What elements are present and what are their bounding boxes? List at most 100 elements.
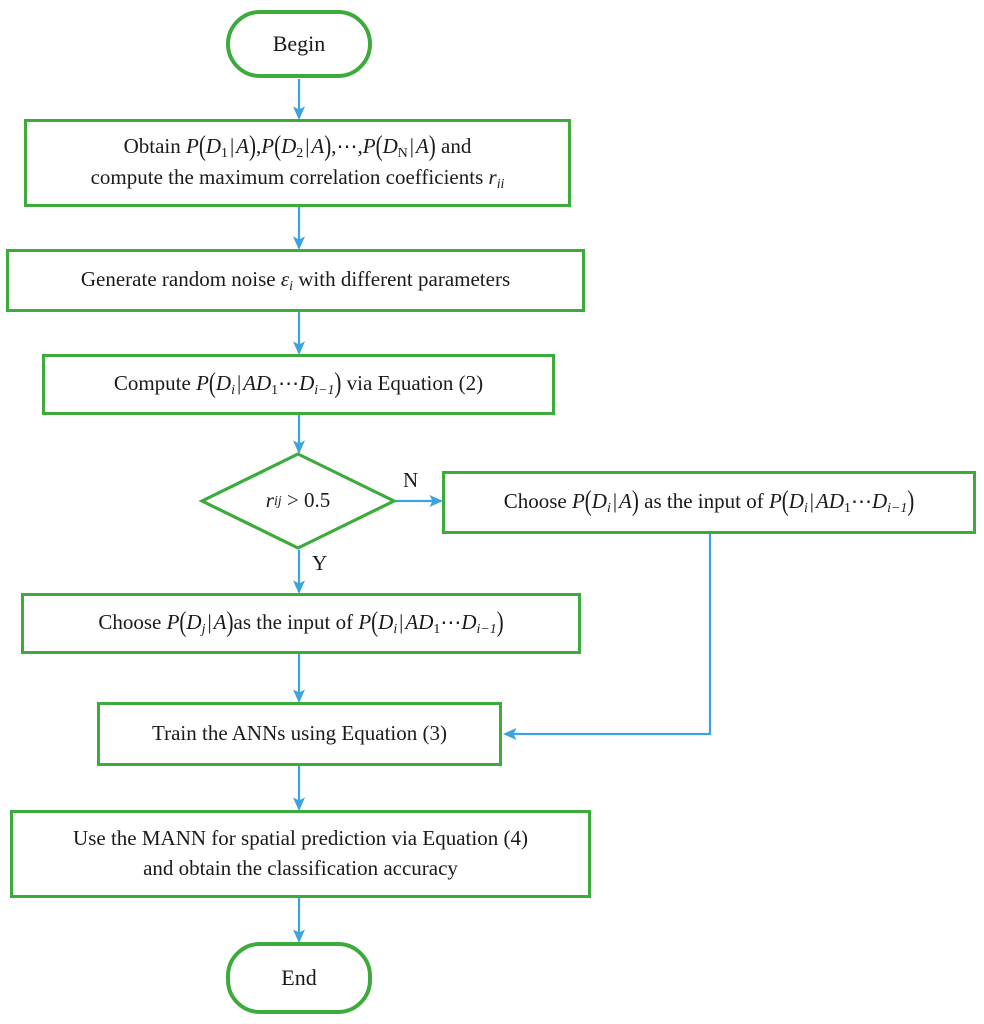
symbol-D-di4: D [871, 489, 888, 514]
subscript-i-dj2: i [393, 621, 398, 637]
subscript-i-c1: i [231, 382, 235, 398]
symbol-P-di1: P [571, 489, 585, 514]
symbol-r-1: r [488, 165, 497, 189]
node-begin-label: Begin [272, 31, 326, 57]
compute-prefix: Compute [113, 371, 197, 396]
symbol-P-di2: P [768, 489, 782, 514]
symbol-A-c: A [243, 371, 256, 396]
node-choose-di-input[interactable]: Choose P(Di|A) as the input of P(Di|AD1⋯… [442, 471, 976, 534]
symbol-D-dj2: D [378, 610, 394, 635]
subscript-2: 2 [296, 145, 304, 161]
node-end-label: End [281, 965, 317, 991]
symbol-A-di1: A [619, 489, 632, 514]
symbol-epsilon: ε [280, 267, 290, 292]
use-mann-line-1: Use the MANN for spatial prediction via … [73, 826, 528, 851]
choose-dj-prefix: Choose [98, 610, 167, 635]
symbol-D-di3: D [828, 489, 845, 514]
obtain-line-1: Obtain P(D1|A),P(D2|A),⋯,P(DN|A) and [123, 129, 472, 163]
node-choose-dj-input-label: Choose P(Dj|A)as the input of P(Di|AD1⋯D… [98, 605, 504, 639]
use-mann-line-2: and obtain the classification accuracy [143, 856, 458, 880]
mid-bar-dj1: | [207, 610, 212, 635]
node-choose-dj-input[interactable]: Choose P(Dj|A)as the input of P(Di|AD1⋯D… [21, 593, 581, 654]
symbol-A-dj2: A [405, 610, 419, 635]
subscript-1-c: 1 [271, 382, 279, 398]
obtain-prefix: Obtain [123, 134, 187, 159]
symbol-D-dj3: D [418, 610, 434, 635]
node-choose-di-input-label: Choose P(Di|A) as the input of P(Di|AD1⋯… [503, 484, 915, 518]
symbol-D-c2: D [256, 371, 272, 396]
symbol-D-di1: D [591, 489, 607, 514]
ellipsis-1: ⋯ [336, 134, 358, 159]
compute-suffix: via Equation (2) [341, 371, 484, 396]
symbol-P-1: P [186, 134, 199, 159]
subscript-i-minus-1-di: i−1 [887, 500, 908, 516]
node-obtain-probabilities[interactable]: Obtain P(D1|A),P(D2|A),⋯,P(DN|A) and com… [24, 119, 571, 207]
node-end[interactable]: End [226, 942, 372, 1014]
symbol-A-di2: A [816, 489, 829, 514]
subscript-i-di2: i [803, 500, 808, 516]
symbol-P-2: P [261, 134, 275, 159]
symbol-r-d: r [265, 488, 274, 513]
mid-bar-3: | [409, 134, 414, 159]
symbol-D-3: D [382, 134, 398, 159]
node-use-mann[interactable]: Use the MANN for spatial prediction via … [10, 810, 591, 898]
symbol-A-1: A [236, 134, 249, 159]
symbol-D-dj1: D [186, 610, 202, 635]
ellipsis-di: ⋯ [850, 489, 872, 514]
subscript-i-di1: i [606, 500, 611, 516]
node-obtain-probabilities-label: Obtain P(D1|A),P(D2|A),⋯,P(DN|A) and com… [81, 129, 515, 194]
symbol-P-c: P [196, 371, 209, 396]
choose-dj-middle: as the input of [233, 610, 359, 635]
ellipsis-dj: ⋯ [440, 610, 462, 635]
mid-bar-2: | [305, 134, 310, 159]
noise-prefix: Generate random noise [80, 267, 281, 292]
symbol-D-c1: D [215, 371, 232, 396]
subscript-N: N [397, 145, 408, 161]
mid-bar-1: | [229, 134, 235, 159]
choose-di-middle: as the input of [638, 489, 769, 514]
subscript-i-noise: i [289, 278, 294, 294]
symbol-A-2: A [311, 134, 325, 159]
decision-diamond-shape [198, 452, 398, 550]
noise-suffix: with different parameters [293, 267, 511, 292]
symbol-A-dj1: A [213, 610, 227, 635]
edge-label-no: N [403, 468, 419, 492]
mid-bar-di2: | [809, 489, 815, 514]
symbol-P-dj1: P [166, 610, 180, 635]
comma-1: , [256, 134, 262, 159]
node-train-anns[interactable]: Train the ANNs using Equation (3) [97, 702, 502, 766]
symbol-D-dj4: D [461, 610, 477, 635]
mid-bar-c: | [236, 371, 242, 396]
subscript-ii: ii [496, 175, 505, 191]
mid-bar-di1: | [612, 489, 618, 514]
edge-choose-di-to-train [502, 534, 712, 741]
node-use-mann-label: Use the MANN for spatial prediction via … [63, 824, 538, 884]
obtain-line-2: compute the maximum correlation coeffici… [91, 163, 505, 194]
node-compute-equation2[interactable]: Compute P(Di|AD1⋯Di−1) via Equation (2) [42, 354, 555, 415]
symbol-P-3: P [362, 134, 376, 159]
symbol-A-3: A [415, 134, 429, 159]
node-generate-noise[interactable]: Generate random noise εi with different … [6, 249, 585, 312]
ellipsis-c: ⋯ [278, 371, 300, 396]
subscript-1: 1 [221, 145, 228, 161]
edge-label-yes: Y [312, 551, 328, 575]
symbol-D-di2: D [788, 489, 804, 514]
node-generate-noise-label: Generate random noise εi with different … [71, 265, 520, 296]
node-begin[interactable]: Begin [226, 10, 372, 78]
subscript-j-dj1: j [201, 621, 206, 637]
choose-di-prefix: Choose [503, 489, 572, 514]
subscript-1-di: 1 [844, 500, 851, 516]
subscript-1-dj: 1 [433, 621, 441, 637]
obtain-line2-prefix: compute the maximum correlation coeffici… [90, 165, 489, 189]
symbol-D-1: D [205, 134, 222, 159]
symbol-P-dj2: P [358, 610, 372, 635]
node-train-anns-label: Train the ANNs using Equation (3) [152, 721, 447, 746]
subscript-i-minus-1-dj: i−1 [476, 621, 497, 637]
comma-2: , [331, 134, 337, 159]
symbol-D-2: D [281, 134, 297, 159]
subscript-ij: ij [273, 493, 282, 509]
